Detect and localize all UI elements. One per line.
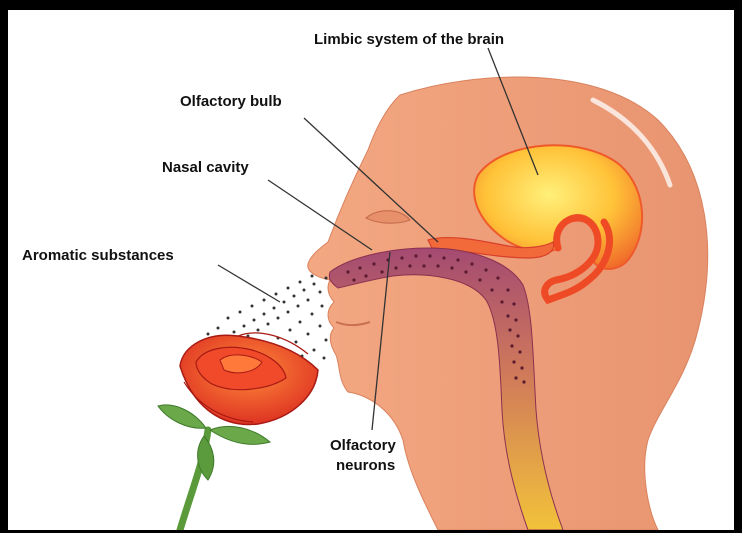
label-limbic-system: Limbic system of the brain [314, 31, 504, 48]
figure-frame: Limbic system of the brain Olfactory bul… [8, 10, 734, 530]
olfaction-diagram: Limbic system of the brain Olfactory bul… [8, 10, 734, 530]
leader-line-aromatic [218, 265, 280, 302]
label-olfactory-bulb: Olfactory bulb [180, 93, 282, 110]
label-olfactory-neurons-line2: neurons [336, 457, 395, 474]
rose-bloom [180, 333, 318, 425]
label-nasal-cavity: Nasal cavity [162, 159, 249, 176]
rose-leaf-right [210, 426, 270, 444]
label-aromatic-substances: Aromatic substances [22, 247, 174, 264]
rose-leaf-left [158, 405, 206, 428]
label-olfactory-neurons-line1: Olfactory [330, 437, 397, 454]
